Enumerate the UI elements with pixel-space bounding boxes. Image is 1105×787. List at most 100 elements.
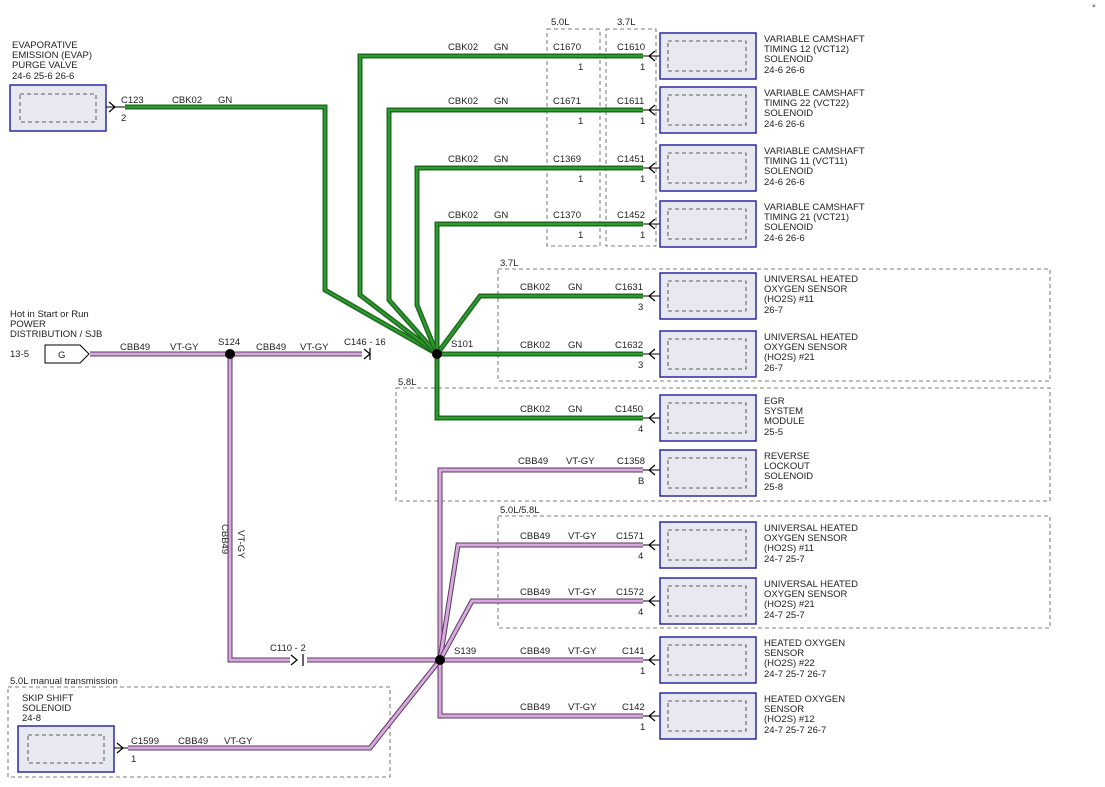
label-3-7l: 3.7L: [617, 17, 636, 28]
vct-solenoid-3-box: [659, 144, 757, 192]
option-box-manual: [7, 686, 391, 778]
evap-title-1: EVAPORATIVE: [12, 40, 78, 51]
vct-solenoid-4-title-2: TIMING 21 (VCT21): [764, 212, 849, 223]
vct-solenoid-2-title-2: TIMING 22 (VCT22): [764, 98, 849, 109]
ho2s-11-5058-title-3: (HO2S) #11: [764, 543, 814, 554]
evap-color: GN: [218, 95, 232, 106]
vct-solenoid-3-connector: C1451: [617, 154, 645, 165]
ho2s-21-3-7l-connector: C1632: [615, 340, 643, 351]
egr-system-module-connector: C1450: [615, 404, 643, 415]
ho2s-11-3-7l-circuit: CBK02: [520, 282, 550, 293]
vct-solenoid-1-circuit: CBK02: [448, 42, 478, 53]
splice-s139-label: S139: [454, 646, 476, 657]
power-line-1: Hot in Start or Run: [10, 309, 89, 320]
ho2s-12-circuit: CBB49: [520, 702, 550, 713]
ho2s-12-title-1: HEATED OXYGEN: [764, 694, 845, 705]
ho2s-11-3-7l-refs: 26-7: [764, 305, 783, 316]
splice-s124-label: S124: [218, 337, 240, 348]
power-color-2: VT-GY: [300, 342, 329, 353]
vct-solenoid-2-refs: 24-6 26-6: [764, 119, 805, 130]
egr-system-module-title-2: SYSTEM: [764, 406, 803, 417]
vct-solenoid-2-title-3: SOLENOID: [764, 108, 813, 119]
vct-solenoid-1-color: GN: [494, 42, 508, 53]
ho2s-22-refs: 24-7 25-7 26-7: [764, 669, 826, 680]
ho2s-22-title-2: SENSOR: [764, 648, 804, 659]
ho2s-11-3-7l-connector: C1631: [615, 282, 643, 293]
skip-color: VT-GY: [224, 736, 253, 747]
vct-solenoid-4-connector: C1452: [617, 210, 645, 221]
wire-vct11: [414, 165, 643, 355]
wire-s124-down: [227, 354, 290, 663]
violet-wires: [90, 351, 643, 751]
evap-purge-valve: EVAPORATIVE EMISSION (EVAP) PURGE VALVE …: [9, 40, 232, 132]
vct-solenoid-3-title-3: SOLENOID: [764, 166, 813, 177]
evap-title-2: EMISSION (EVAP): [12, 50, 92, 61]
vct-solenoid-2-pin: 1: [640, 116, 645, 127]
c146-label: C146 - 16: [344, 337, 386, 348]
vct-solenoid-2-circuit: CBK02: [448, 96, 478, 107]
vct-solenoid-4-title-1: VARIABLE CAMSHAFT: [764, 202, 865, 213]
vct-solenoid-3-color: GN: [494, 154, 508, 165]
splice-s139: [435, 655, 445, 665]
green-wires: [125, 53, 643, 421]
ho2s-11-5058-pin: 4: [638, 551, 643, 562]
corner-mark: °: [1092, 3, 1096, 14]
ho2s-21-3-7l-title-1: UNIVERSAL HEATED: [764, 332, 858, 343]
skip-shift-solenoid: SKIP SHIFT SOLENOID 24-8 C1599 1 CBB49 V…: [17, 693, 253, 773]
power-distribution: Hot in Start or Run POWER DISTRIBUTION /…: [10, 309, 329, 364]
ho2s-11-3-7l-title-3: (HO2S) #11: [764, 294, 814, 305]
vct-solenoid-1-pin: 1: [640, 62, 645, 73]
splice-s101: [432, 349, 442, 359]
vct-solenoid-4-circuit: CBK02: [448, 210, 478, 221]
reverse-lockout-solenoid-circuit: CBB49: [518, 456, 548, 467]
ho2s-22-pin: 1: [640, 666, 645, 677]
ho2s-12-title-3: (HO2S) #12: [764, 714, 815, 725]
vct-solenoid-4-connector-5-0l: C1370: [553, 210, 581, 221]
ho2s-12-box: [659, 692, 757, 740]
egr-system-module-title-3: MODULE: [764, 416, 805, 427]
ho2s-11-5058-connector: C1571: [616, 531, 644, 542]
vct-solenoid-1-pin-5-0l: 1: [578, 62, 583, 73]
ho2s-21-3-7l-box: [659, 330, 757, 378]
ho2s-12-connector: C142: [622, 702, 645, 713]
evap-pin: 2: [121, 113, 126, 124]
power-ref: 13-5: [10, 349, 29, 360]
vct-solenoid-1-connector-5-0l: C1670: [553, 42, 581, 53]
egr-system-module-box: [659, 394, 757, 442]
power-circuit-2: CBB49: [256, 342, 286, 353]
option-box-5-8l: [395, 387, 1051, 502]
vct-solenoid-3-connector-5-0l: C1369: [553, 154, 581, 165]
ho2s-11-3-7l-box: [659, 272, 757, 320]
egr-system-module-color: GN: [568, 404, 582, 415]
reverse-lockout-solenoid-pin: B: [638, 476, 644, 487]
vct-solenoid-3-pin-5-0l: 1: [578, 174, 583, 185]
splice-s124: [225, 349, 235, 359]
vct-solenoid-1-title-2: TIMING 12 (VCT12): [764, 44, 849, 55]
ho2s-22-title-1: HEATED OXYGEN: [764, 638, 845, 649]
reverse-lockout-solenoid-connector: C1358: [617, 456, 645, 467]
skip-pin: 1: [131, 754, 136, 765]
label-3-7l-ho2s: 3.7L: [500, 258, 519, 269]
vct-solenoid-1-title-1: VARIABLE CAMSHAFT: [764, 34, 865, 45]
ho2s-21-3-7l-circuit: CBK02: [520, 340, 550, 351]
skip-title-2: SOLENOID: [22, 703, 71, 714]
vct-solenoid-4-title-3: SOLENOID: [764, 222, 813, 233]
reverse-lockout-solenoid-title-3: SOLENOID: [764, 471, 813, 482]
egr-system-module-title-1: EGR: [764, 396, 785, 407]
ho2s-21-5058-title-1: UNIVERSAL HEATED: [764, 579, 858, 590]
c110-label: C110 - 2: [270, 643, 306, 654]
evap-title-3: PURGE VALVE: [12, 60, 78, 71]
power-connector-shape: [44, 344, 90, 364]
ho2s-22-circuit: CBB49: [520, 646, 550, 657]
ho2s-22-box: [659, 636, 757, 684]
option-box-5-0l-5-8l: [497, 515, 1051, 629]
ho2s-22-connector: C141: [622, 646, 645, 657]
